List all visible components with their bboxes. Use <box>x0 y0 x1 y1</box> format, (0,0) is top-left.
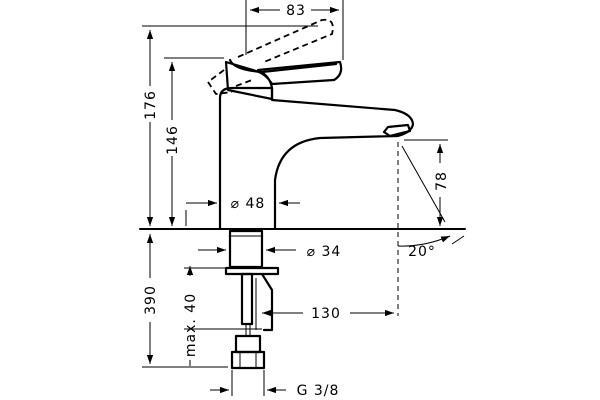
lever-handle-open <box>207 18 334 95</box>
dimension-shank-diameter: ⌀ 34 <box>198 244 342 260</box>
lever-handle-closed <box>224 58 343 101</box>
dimension-spout-clearance: 78 <box>404 139 450 226</box>
dimension-max-counter-thickness: max. 40 <box>183 266 262 366</box>
dimension-below-counter: 390 <box>142 234 228 368</box>
dim-label-shank-diameter: ⌀ 34 <box>307 244 342 260</box>
faucet-body <box>218 86 415 230</box>
dim-label-angle: 20° <box>408 244 436 260</box>
dimension-total-height: 176 <box>142 25 318 226</box>
dim-label-78: 78 <box>434 171 450 191</box>
dim-label-83: 83 <box>286 3 306 19</box>
dim-label-390: 390 <box>143 285 159 315</box>
mounting-shank <box>224 229 280 370</box>
dimension-spout-projection: 130 <box>262 306 394 322</box>
dimension-spout-top-height: 146 <box>164 57 224 226</box>
dim-label-max-40: max. 40 <box>183 293 199 357</box>
dim-label-130: 130 <box>311 306 341 322</box>
dim-label-176: 176 <box>143 90 159 120</box>
dim-label-body-diameter: ⌀ 48 <box>231 196 266 212</box>
dimension-body-diameter: ⌀ 48 <box>185 196 300 226</box>
dimension-handle-reach: 83 <box>245 0 344 60</box>
dimension-connection-thread: G 3/8 <box>210 370 340 399</box>
dim-label-146: 146 <box>165 125 181 155</box>
dimension-spout-angle: 20° <box>397 142 465 316</box>
spout-aerator <box>382 123 412 138</box>
dim-label-g38: G 3/8 <box>297 383 340 399</box>
